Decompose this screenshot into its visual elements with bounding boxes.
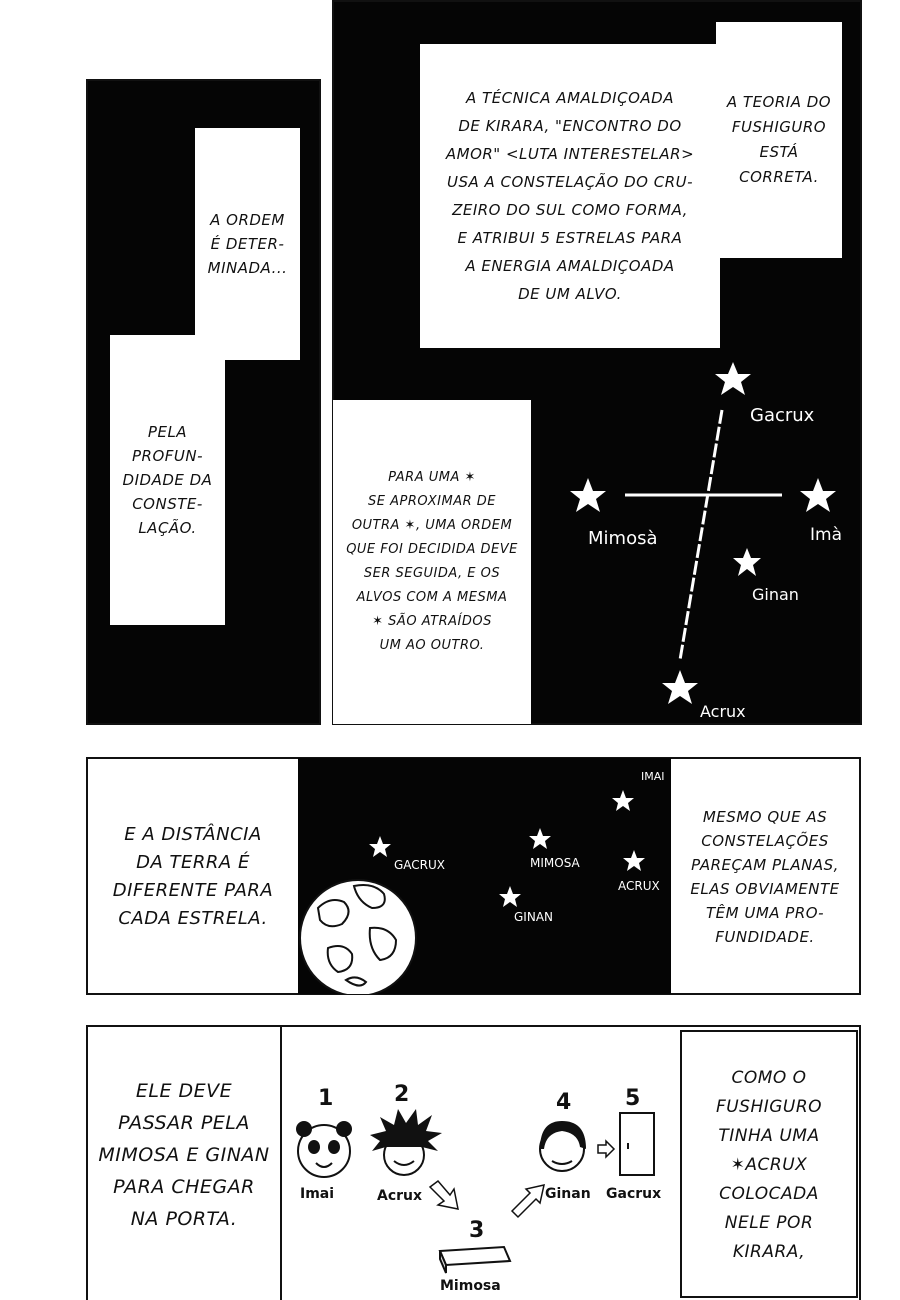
star-acrux-icon [662, 670, 698, 704]
path-sequence-diagram [296, 1109, 655, 1274]
label-imai: IMAI [641, 770, 665, 783]
caption-fushiguro-acrux: COMO O FUSHIGURO TINHA UMA ✶ACRUX COLOCA… [715, 1067, 823, 1262]
earth-icon [299, 879, 417, 994]
step-number-4: 4 [556, 1090, 572, 1115]
cross-vertical-line [678, 409, 724, 661]
star-mimosa-icon [529, 828, 551, 849]
arrow-right-icon [597, 1139, 616, 1159]
door-icon [619, 1112, 655, 1176]
star-ginan-icon [499, 886, 521, 907]
caption-order-determined: A ORDEM É DETER- MINADA... [195, 128, 300, 360]
star-ginan-icon [733, 548, 761, 576]
caption-star-order-rule: PARA UMA ✶ SE APROXIMAR DE OUTRA ✶, UMA … [333, 400, 531, 724]
label-ginan: GINAN [514, 910, 553, 924]
step-number-2: 2 [394, 1082, 410, 1107]
caption-fushiguro-theory: A TEORIA DO FUSHIGURO ESTÁ CORRETA. [716, 22, 842, 258]
earth-and-stars [299, 790, 645, 994]
label-acrux: Acrux [700, 702, 746, 721]
step-number-5: 5 [625, 1086, 641, 1111]
arrow-down-right-icon [428, 1179, 459, 1210]
step-label-gacrux: Gacrux [606, 1186, 662, 1202]
caption-constellations-depth: MESMO QUE AS CONSTELAÇÕES PAREÇAM PLANAS… [673, 762, 857, 992]
panda-icon [296, 1121, 352, 1178]
label-gacrux: GACRUX [394, 858, 446, 872]
star-acrux-icon [623, 850, 645, 871]
earth-continents [316, 884, 398, 987]
label-acrux: ACRUX [618, 879, 660, 893]
caption-box-right [680, 1030, 858, 1298]
step-number-1: 1 [318, 1086, 334, 1111]
arrow-up-right-icon [510, 1184, 545, 1219]
step-label-acrux: Acrux [377, 1188, 423, 1204]
step-number-3: 3 [469, 1218, 485, 1243]
star-gacrux-icon [369, 836, 391, 857]
caption-by-depth: PELA PROFUN- DIDADE DA CONSTE- LAÇÃO. [110, 335, 225, 625]
label-mimosa: MIMOSA [530, 856, 580, 870]
step-label-mimosa: Mimosa [440, 1278, 501, 1294]
label-gacrux: Gacrux [750, 405, 815, 426]
star-mimosa-icon [570, 478, 606, 512]
caption-kirara-technique: A TÉCNICA AMALDIÇOADA DE KIRARA, "ENCONT… [420, 44, 720, 348]
spiky-hair-boy-icon [370, 1109, 442, 1176]
star-gacrux-icon [715, 362, 751, 395]
label-ginan: Ginan [752, 585, 799, 604]
block-icon [438, 1245, 512, 1274]
caption-box-left [86, 1025, 282, 1300]
label-ima: Imà [810, 525, 842, 545]
caption-distance-from-earth: E A DISTÂNCIA DA TERRA É DIFERENTE PARA … [90, 762, 296, 992]
star-ima-icon [800, 478, 836, 512]
step-label-imai: Imai [300, 1186, 335, 1202]
star-imai-icon [612, 790, 634, 811]
southern-cross-diagram [570, 362, 836, 704]
label-mimosa: Mimosà [588, 528, 658, 549]
caption-pass-mimosa-ginan: ELE DEVE PASSAR PELA MIMOSA E GINAN PARA… [98, 1080, 270, 1230]
girl-icon [539, 1121, 586, 1172]
step-label-ginan: Ginan [545, 1186, 591, 1202]
